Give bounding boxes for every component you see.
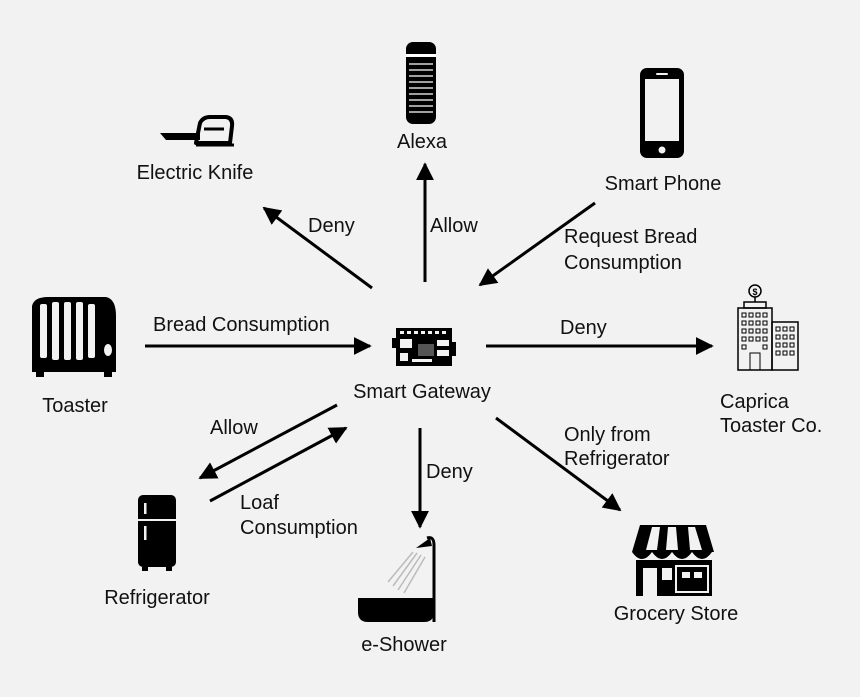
arrow-phone-to-gateway xyxy=(478,201,596,287)
edge-label-to-grocery-2: Refrigerator xyxy=(564,448,670,470)
node-label-phone: Smart Phone xyxy=(605,173,722,195)
circuit-board-icon xyxy=(392,328,456,366)
arrow-gateway-to-grocery xyxy=(495,416,622,512)
smartphone-icon xyxy=(640,68,684,158)
node-label-knife: Electric Knife xyxy=(137,162,254,184)
svg-text:$: $ xyxy=(752,287,757,297)
office-building-icon: $ xyxy=(737,284,799,371)
edge-label-to-alexa: Allow xyxy=(430,215,478,237)
edge-label-from-fridge-2: Consumption xyxy=(240,517,358,539)
node-label-toaster: Toaster xyxy=(42,395,108,417)
node-label-caprica-2: Toaster Co. xyxy=(720,415,822,437)
edge-label-to-fridge: Allow xyxy=(210,417,258,439)
edge-label-to-knife: Deny xyxy=(308,215,355,237)
node-label-gateway: Smart Gateway xyxy=(353,381,491,403)
arrow-gateway-to-fridge xyxy=(198,403,338,480)
toaster-icon xyxy=(32,297,116,377)
arrow-fridge-to-gateway xyxy=(209,426,348,503)
electric-knife-icon xyxy=(160,115,235,147)
edge-label-from-toaster: Bread Consumption xyxy=(153,314,330,336)
shower-icon xyxy=(358,536,436,622)
edge-label-to-grocery-1: Only from xyxy=(564,424,651,446)
node-label-fridge: Refrigerator xyxy=(104,587,210,609)
edge-label-from-phone-2: Consumption xyxy=(564,252,682,274)
refrigerator-icon xyxy=(138,495,176,571)
edge-label-from-phone-1: Request Bread xyxy=(564,226,697,248)
edge-label-to-caprica: Deny xyxy=(560,317,607,339)
node-label-grocery: Grocery Store xyxy=(614,603,738,625)
storefront-icon xyxy=(632,525,714,596)
edge-label-to-shower: Deny xyxy=(426,461,473,483)
smart-speaker-icon xyxy=(406,42,436,124)
arrow-gateway-to-knife xyxy=(262,206,373,290)
node-label-shower: e-Shower xyxy=(361,634,447,656)
node-label-alexa: Alexa xyxy=(397,131,448,153)
node-label-caprica-1: Caprica xyxy=(720,391,790,413)
edge-label-from-fridge-1: Loaf xyxy=(240,492,279,514)
